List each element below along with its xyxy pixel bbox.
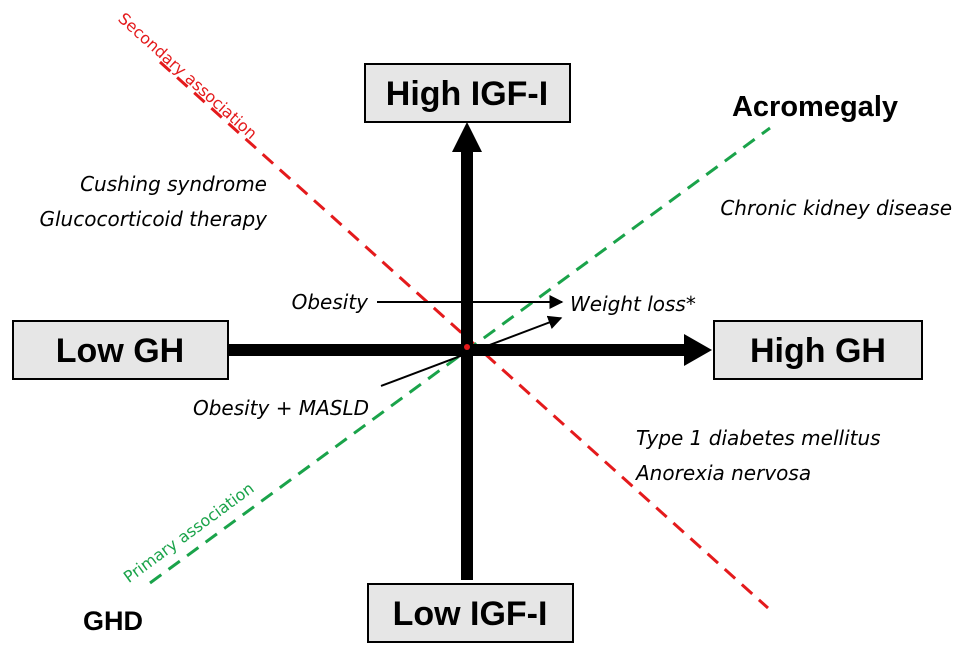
primary-association-line <box>149 126 771 585</box>
anorexia-label: Anorexia nervosa <box>634 461 811 485</box>
masld-arrow <box>380 315 563 387</box>
glucocorticoid-label: Glucocorticoid therapy <box>40 207 269 231</box>
obesity-masld-label: Obesity + MASLD <box>193 396 369 420</box>
ckd-label: Chronic kidney disease <box>720 196 952 220</box>
secondary-association-label: Secondary association <box>114 9 261 143</box>
low-igf-box: Low IGF-I <box>367 583 574 643</box>
low-gh-box: Low GH <box>12 320 229 380</box>
origin-dot <box>464 344 470 350</box>
low-gh-label: Low GH <box>56 332 184 370</box>
high-igf-label: High IGF-I <box>386 75 548 113</box>
secondary-association-line <box>158 60 770 610</box>
high-igf-box: High IGF-I <box>364 63 571 123</box>
obesity-label: Obesity <box>292 290 370 314</box>
weight-loss-label: Weight loss* <box>570 292 696 316</box>
gh-axis-arrowhead <box>684 334 712 366</box>
t1dm-label: Type 1 diabetes mellitus <box>636 426 881 450</box>
igf-axis-arrowhead <box>452 122 482 152</box>
high-gh-box: High GH <box>713 320 923 380</box>
acromegaly-label: Acromegaly <box>732 91 898 123</box>
ghd-label: GHD <box>83 606 143 636</box>
low-igf-label: Low IGF-I <box>393 595 548 633</box>
primary-association-label: Primary association <box>120 478 258 586</box>
high-gh-label: High GH <box>750 332 886 370</box>
cushing-label: Cushing syndrome <box>80 172 267 196</box>
